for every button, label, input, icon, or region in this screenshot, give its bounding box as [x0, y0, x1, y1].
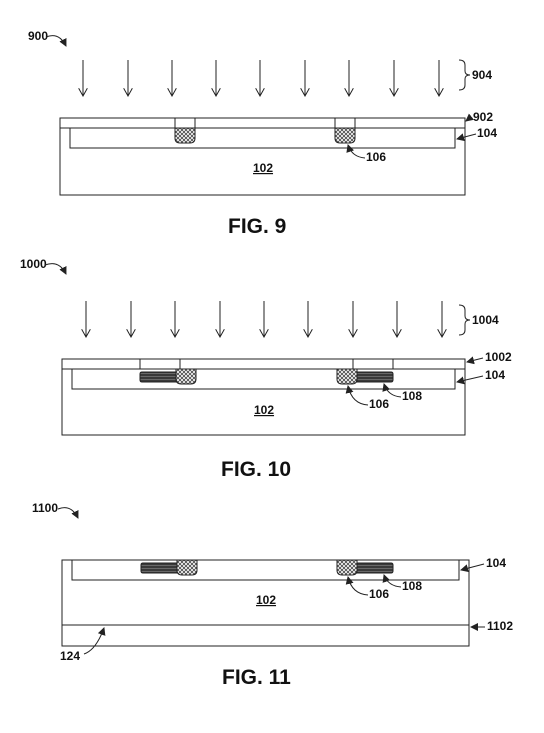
fig10-label-region: 106: [369, 397, 389, 411]
fig10-ref-label: 1000: [20, 257, 47, 271]
figure-10: 1000 1004 1002 104 106 108 102 FIG. 10: [20, 257, 512, 481]
fig10-implant-left: [139, 371, 177, 383]
fig10-region-leader: [345, 385, 369, 406]
fig9-caption: FIG. 9: [228, 215, 286, 238]
fig9-mask-mid: [194, 117, 336, 129]
fig10-label-radiation: 1004: [472, 313, 499, 327]
fig10-region-a: [175, 368, 197, 385]
figure-9: 900 904 902 104 106 102 FIG. 9: [28, 29, 497, 238]
fig11-label-region2: 108: [402, 579, 422, 593]
fig9-ref-arrow: [45, 35, 67, 47]
fig11-region-b: [336, 559, 358, 576]
fig10-mask-leader: [466, 356, 484, 365]
fig9-layer: [69, 127, 456, 149]
fig9-mask-leader: [465, 113, 474, 122]
fig10-radiation-arrows: [86, 301, 442, 337]
fig9-region-a: [174, 127, 196, 144]
fig11-label-layer: 104: [486, 556, 506, 570]
fig10-region2-leader: [382, 383, 402, 398]
fig9-label-mask: 902: [473, 110, 493, 124]
fig9-region-leader: [346, 144, 366, 159]
fig9-layer-leader: [456, 133, 477, 142]
fig10-implant-right: [356, 371, 394, 383]
fig11-label-region: 106: [369, 587, 389, 601]
fig9-mask-right: [354, 117, 466, 129]
fig11-label-bottom-layer: 1102: [487, 619, 513, 633]
fig9-ref-label: 900: [28, 29, 48, 43]
fig10-mask-right: [392, 358, 466, 370]
figure-11: 1100 104 106 108 102 1102 124 FIG. 11: [32, 501, 513, 689]
fig9-radiation-arrows: [83, 60, 439, 96]
fig11-surface-leader: [83, 627, 106, 655]
fig10-caption: FIG. 10: [221, 458, 291, 481]
fig10-label-region2: 108: [402, 389, 422, 403]
fig10-brace: [458, 304, 471, 336]
fig9-label-region: 106: [366, 150, 386, 164]
fig11-label-surface: 124: [60, 649, 80, 663]
fig9-label-substrate: 102: [253, 161, 273, 175]
fig11-region-a: [176, 559, 198, 576]
fig9-brace: [458, 59, 471, 91]
fig11-ref-label: 1100: [32, 501, 58, 515]
fig10-label-substrate: 102: [254, 403, 274, 417]
fig9-mask-left: [59, 117, 176, 129]
fig10-mask-left: [61, 358, 141, 370]
fig11-region-leader: [345, 576, 369, 596]
fig10-label-layer: 104: [485, 368, 505, 382]
fig10-layer: [71, 368, 456, 390]
fig10-region-b: [336, 368, 358, 385]
fig10-ref-arrow: [44, 263, 67, 275]
fig11-region2-leader: [382, 574, 402, 588]
fig11-implant-left: [140, 562, 178, 574]
fig11-ref-arrow: [57, 507, 79, 519]
fig11-caption: FIG. 11: [222, 666, 291, 689]
fig11-label-substrate: 102: [256, 593, 276, 607]
fig11-layer-leader: [460, 563, 485, 573]
fig10-label-mask: 1002: [485, 350, 512, 364]
fig9-label-radiation: 904: [472, 68, 492, 82]
fig10-mask-mid: [179, 358, 354, 370]
fig11-layer: [71, 559, 460, 581]
fig9-label-layer: 104: [477, 126, 497, 140]
fig10-layer-leader: [456, 375, 484, 385]
fig11-implant-right: [356, 562, 394, 574]
fig9-region-b: [334, 127, 356, 144]
